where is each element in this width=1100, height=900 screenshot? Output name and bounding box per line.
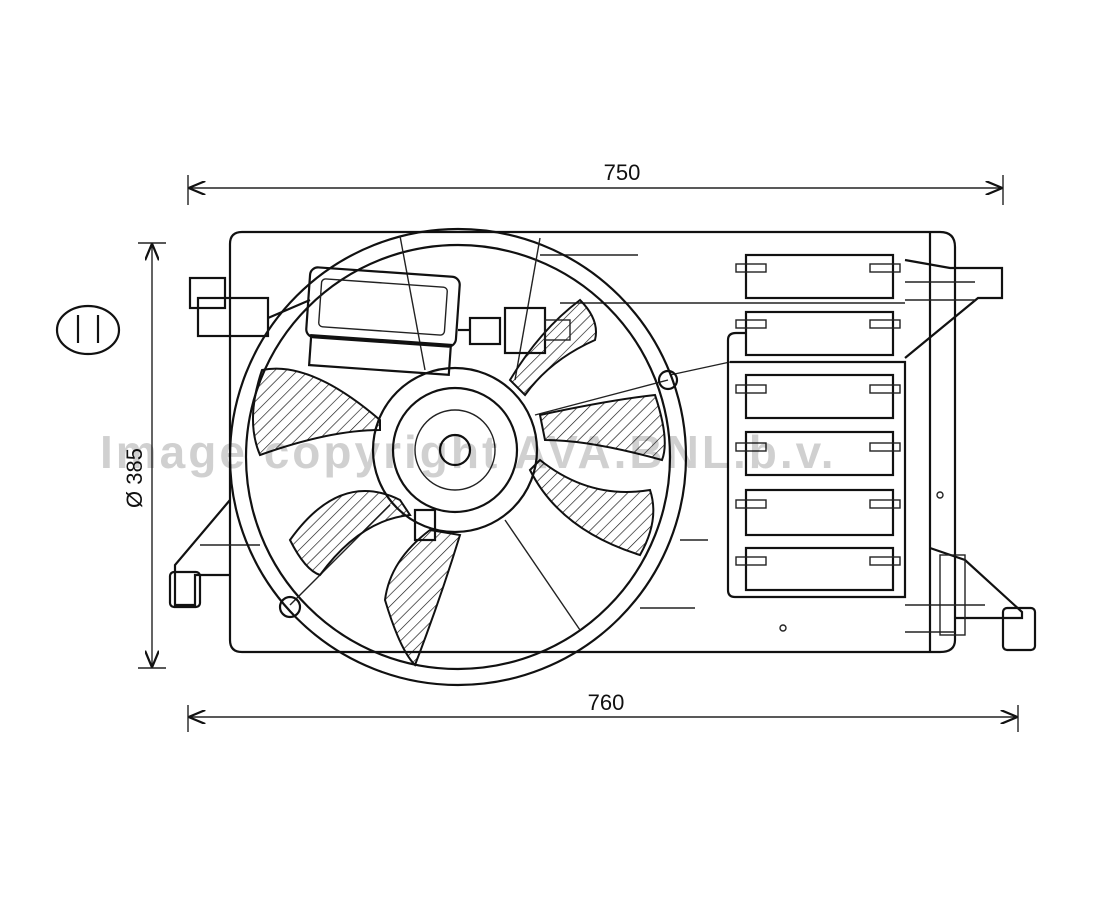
fan-blade	[528, 458, 655, 557]
resistor-block	[735, 488, 901, 537]
resistor-block	[735, 373, 901, 420]
fan-blade	[252, 367, 381, 457]
fan-blade	[383, 528, 462, 667]
resistor-block	[735, 310, 901, 357]
fan-blade	[288, 490, 412, 577]
diameter-dimension: Ø 385	[122, 242, 166, 669]
bottom-dimension: 760	[187, 690, 1019, 732]
bottom-width-label: 760	[588, 690, 625, 715]
resistor-block	[735, 546, 901, 592]
top-width-label: 750	[604, 160, 641, 185]
resistor-block	[735, 253, 901, 300]
svg-text:I I: I I	[88, 329, 90, 331]
resistor-block	[735, 430, 901, 477]
shroud-frame	[168, 230, 1037, 654]
fan	[188, 227, 688, 687]
fan-blade	[538, 393, 666, 462]
watermark: Image copyright AVA.BNL.b.v.	[100, 426, 837, 478]
resistor-panel	[726, 253, 907, 599]
fan-blade	[508, 298, 597, 397]
top-dimension: 750	[187, 160, 1004, 205]
connector-symbol: I I	[55, 304, 121, 356]
diameter-label: Ø 385	[122, 448, 147, 508]
